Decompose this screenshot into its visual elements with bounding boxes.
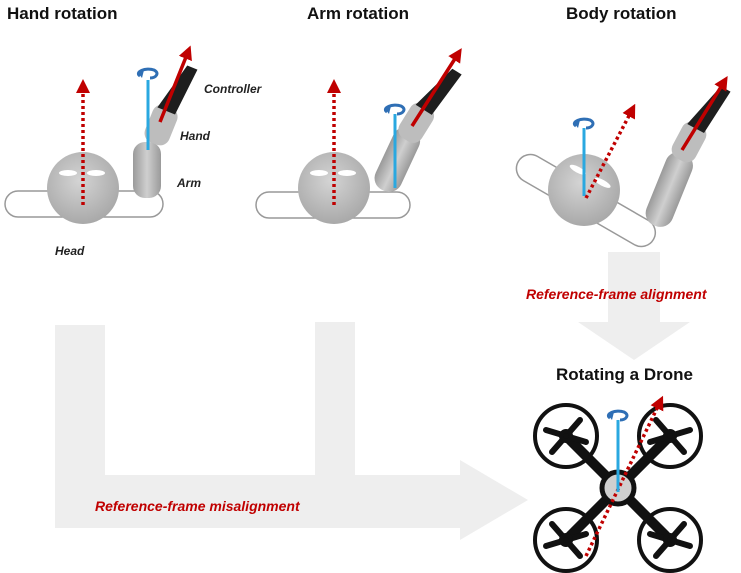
controller-forward-arrow	[680, 76, 728, 151]
rotor-top-right	[637, 403, 703, 469]
body-rotation-title: Body rotation	[566, 4, 677, 23]
misalignment-arrow	[55, 322, 528, 540]
alignment-label: Reference-frame alignment	[526, 286, 707, 302]
rotor-top-left	[533, 403, 599, 469]
rotation-icon	[384, 103, 406, 116]
forward-arrow	[584, 395, 664, 557]
alignment-arrow	[578, 252, 690, 360]
controller-label: Controller	[204, 82, 262, 96]
arm-label: Arm	[177, 176, 202, 190]
misalignment-label: Reference-frame misalignment	[95, 498, 300, 514]
rotor-bottom-right	[637, 507, 703, 573]
arm	[374, 127, 421, 192]
arm	[133, 142, 161, 198]
drone-figure	[533, 395, 703, 573]
hand-rotation-figure	[4, 45, 198, 224]
hand-label: Hand	[180, 129, 210, 143]
rotation-icon	[573, 117, 595, 130]
head-label: Head	[55, 244, 85, 258]
forward-arrow	[584, 103, 636, 199]
body-rotation-figure	[515, 76, 731, 248]
arm-rotation-figure	[255, 48, 462, 224]
rotation-icon	[137, 67, 159, 80]
rotation-icon	[607, 409, 629, 422]
rotor-bottom-left	[533, 507, 599, 573]
arm	[645, 151, 693, 227]
head-sphere	[298, 152, 370, 224]
head-sphere	[47, 152, 119, 224]
controller-forward-arrow	[158, 45, 192, 123]
hand-rotation-title: Hand rotation	[7, 4, 118, 23]
drone-title: Rotating a Drone	[556, 365, 693, 384]
controller-forward-arrow	[410, 48, 462, 127]
arm-rotation-title: Arm rotation	[307, 4, 409, 23]
